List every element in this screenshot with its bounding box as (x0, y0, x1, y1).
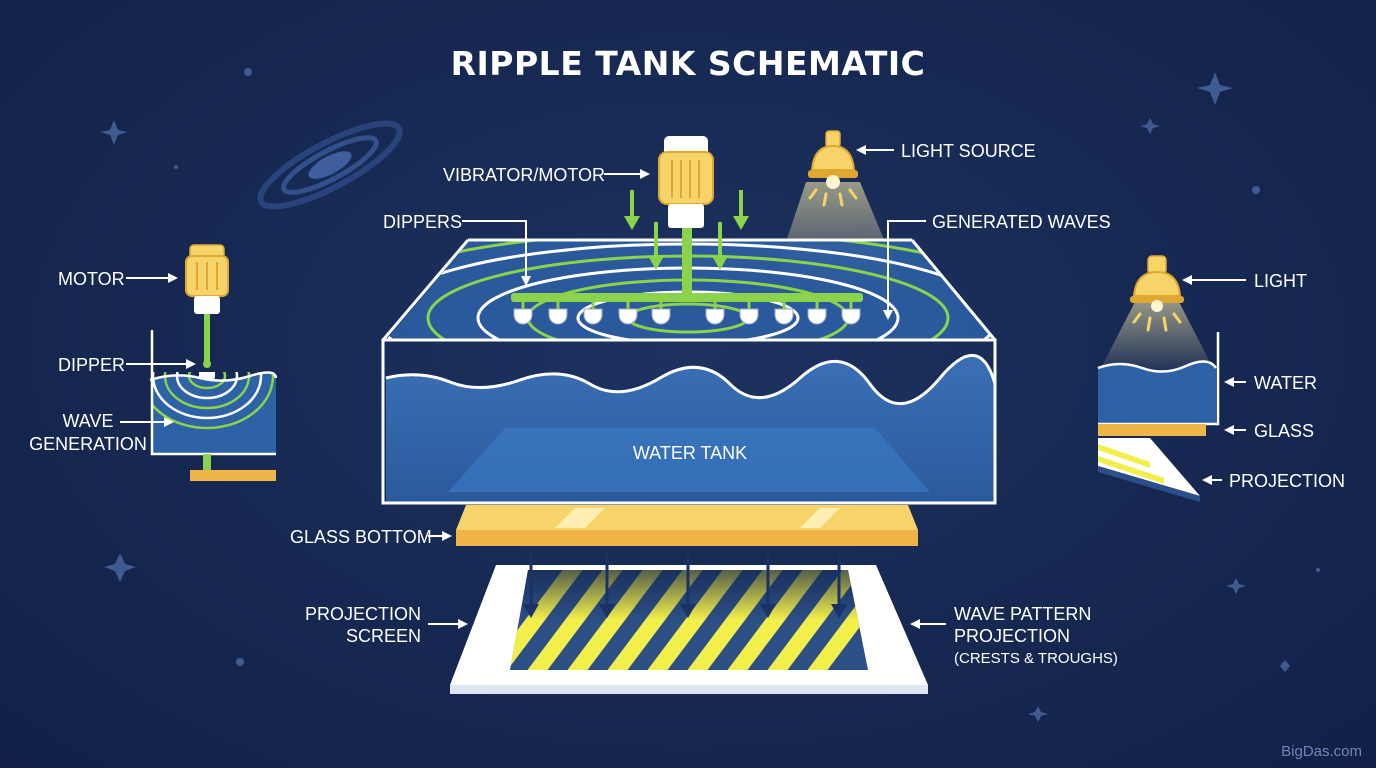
right-inset (1097, 255, 1220, 502)
label-water-tank: WATER TANK (633, 443, 747, 463)
label-wave-pattern-1: WAVE PATTERN (954, 604, 1091, 624)
vibrator-motor-icon (658, 136, 714, 228)
label-inset-wave-2: GENERATION (29, 434, 147, 454)
label-projection-screen-1: PROJECTION (305, 604, 421, 624)
glass-bottom (456, 505, 918, 546)
label-wave-pattern-2: PROJECTION (954, 626, 1070, 646)
page-title: RIPPLE TANK SCHEMATIC (451, 44, 926, 83)
label-inset-wave-1: WAVE (62, 411, 113, 431)
label-inset-motor: MOTOR (58, 269, 125, 289)
watermark: BigDas.com (1281, 743, 1362, 760)
label-inset-light: LIGHT (1254, 271, 1307, 291)
projection-screen (450, 565, 928, 694)
water-surface-line (385, 354, 997, 405)
label-inset-glass: GLASS (1254, 421, 1314, 441)
background-stars (100, 68, 1320, 722)
label-inset-dipper: DIPPER (58, 355, 125, 375)
label-wave-pattern-3: (CRESTS & TROUGHS) (954, 650, 1118, 667)
label-glass-bottom: GLASS BOTTOM (290, 527, 432, 547)
tank-floor (448, 428, 930, 492)
label-dippers: DIPPERS (383, 212, 462, 232)
galaxy-decoration (257, 120, 403, 210)
label-light-source: LIGHT SOURCE (901, 141, 1036, 161)
vibration-arrows (624, 190, 749, 270)
left-inset (149, 244, 278, 481)
projection-arrows (523, 553, 847, 618)
label-generated-waves: GENERATED WAVES (932, 212, 1111, 232)
label-vibrator-motor: VIBRATOR/MOTOR (443, 165, 605, 185)
label-projection-screen-2: SCREEN (346, 626, 421, 646)
label-inset-water: WATER (1254, 373, 1317, 393)
label-inset-projection: PROJECTION (1229, 471, 1345, 491)
dipper-bar (511, 226, 863, 325)
light-source-icon (808, 130, 858, 207)
